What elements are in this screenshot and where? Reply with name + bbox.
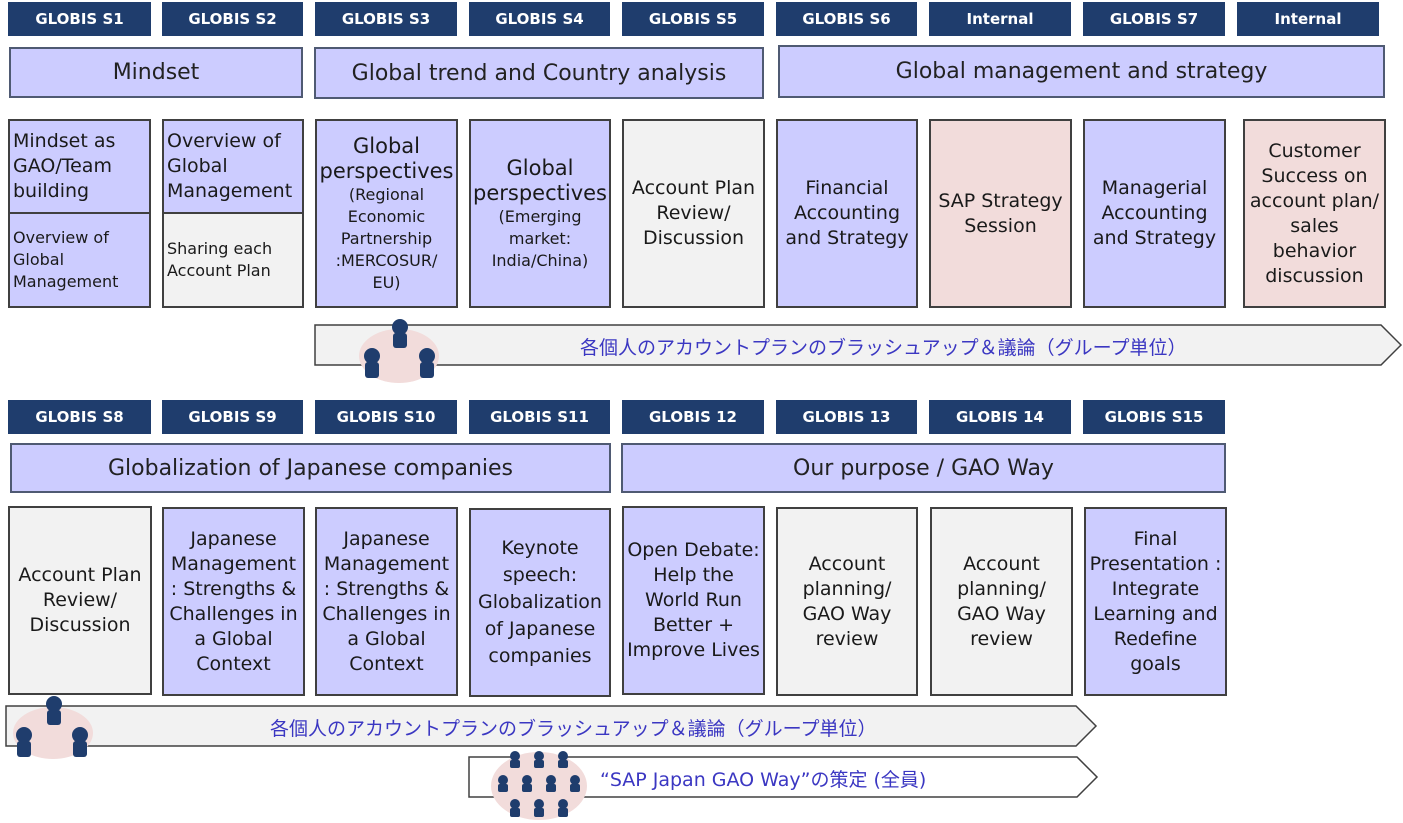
arrow-group-work-1 (314, 324, 1403, 366)
arrow-gao-way-label: “SAP Japan GAO Way”の策定 (全員) (600, 769, 927, 791)
header-internal-2: Internal (1237, 2, 1379, 36)
all-members-icon (491, 751, 587, 820)
header-s5: GLOBIS S5 (622, 2, 764, 36)
session-s11: Keynote speech: Globalization of Japanes… (469, 508, 611, 697)
session-s3-subtitle: (Regional Economic Partnership :MERCOSUR… (335, 184, 438, 292)
session-s15: Final Presentation : Integrate Learning … (1084, 507, 1227, 696)
session-s13-text: Account planning/ GAO Way review (802, 552, 892, 650)
session-s7: Managerial Accounting and Strategy (1083, 119, 1226, 308)
session-s8: Account Plan Review/ Discussion (8, 506, 152, 695)
header-internal-1: Internal (929, 2, 1071, 36)
arrow-group-work-1-label: 各個人のアカウントプランのブラッシュアップ＆議論（グループ単位） (580, 337, 1187, 359)
header-s9: GLOBIS S9 (162, 400, 303, 434)
session-s3-title: Global perspectives (319, 133, 454, 183)
session-s9-text: Japanese Management : Strengths & Challe… (169, 527, 298, 675)
theme-globalization-japanese: Globalization of Japanese companies (10, 443, 611, 493)
session-s10-text: Japanese Management : Strengths & Challe… (322, 527, 451, 675)
session-internal-1: SAP Strategy Session (929, 119, 1072, 308)
header-s15: GLOBIS S15 (1083, 400, 1225, 434)
header-s7: GLOBIS S7 (1083, 2, 1225, 36)
theme-global-management: Global management and strategy (778, 45, 1385, 98)
session-s5: Account Plan Review/ Discussion (622, 119, 765, 308)
session-s1-bottom-text: Overview of Global Management (13, 228, 119, 291)
session-s13: Account planning/ GAO Way review (776, 507, 918, 696)
header-s12: GLOBIS 12 (622, 400, 764, 434)
session-s4-subtitle: (Emerging market: India/China) (491, 206, 589, 270)
session-internal-2-text: Customer Success on account plan/ sales … (1249, 139, 1380, 287)
session-s12-text: Open Debate: Help the World Run Better +… (627, 539, 760, 661)
session-s4: Global perspectives (Emerging market: In… (469, 119, 611, 308)
session-s2-bottom-text: Sharing each Account Plan (167, 239, 273, 280)
session-s1-top-text: Mindset as GAO/Team building (13, 130, 116, 202)
theme-global-trend: Global trend and Country analysis (314, 47, 764, 99)
session-internal-2: Customer Success on account plan/ sales … (1243, 119, 1386, 308)
session-s9: Japanese Management : Strengths & Challe… (162, 507, 305, 696)
session-s10: Japanese Management : Strengths & Challe… (315, 507, 458, 696)
group-people-icon-2 (13, 696, 93, 759)
header-s4: GLOBIS S4 (469, 2, 610, 36)
session-s14: Account planning/ GAO Way review (930, 507, 1073, 696)
session-s11-text: Keynote speech: Globalization of Japanes… (478, 537, 602, 667)
header-s10: GLOBIS S10 (315, 400, 457, 434)
session-s1-bottom: Overview of Global Management (8, 212, 151, 308)
session-s2-top-text: Overview of Global Management (167, 130, 293, 202)
session-s6: Financial Accounting and Strategy (776, 119, 918, 308)
theme-mindset: Mindset (9, 47, 303, 98)
session-internal-1-text: SAP Strategy Session (938, 189, 1063, 237)
session-s3: Global perspectives (Regional Economic P… (315, 119, 458, 308)
header-s1: GLOBIS S1 (8, 2, 151, 36)
session-s1-top: Mindset as GAO/Team building (8, 119, 151, 214)
header-s11: GLOBIS S11 (469, 400, 610, 434)
session-s6-text: Financial Accounting and Strategy (785, 177, 909, 249)
session-s14-text: Account planning/ GAO Way review (957, 552, 1046, 650)
session-s4-title: Global perspectives (473, 155, 607, 205)
header-s6: GLOBIS S6 (776, 2, 917, 36)
header-s2: GLOBIS S2 (162, 2, 303, 36)
arrow-group-work-2-label: 各個人のアカウントプランのブラッシュアップ＆議論（グループ単位） (270, 718, 877, 740)
header-s14: GLOBIS 14 (929, 400, 1071, 434)
session-s2-top: Overview of Global Management (162, 119, 304, 214)
session-s7-text: Managerial Accounting and Strategy (1092, 177, 1217, 249)
group-people-icon-1 (359, 319, 439, 383)
session-s5-text: Account Plan Review/ Discussion (631, 177, 756, 249)
arrow-gao-way (468, 756, 1099, 798)
header-s8: GLOBIS S8 (8, 400, 151, 434)
session-s8-text: Account Plan Review/ Discussion (18, 564, 142, 636)
session-s15-text: Final Presentation : Integrate Learning … (1089, 527, 1222, 675)
arrow-group-work-2 (5, 705, 1098, 747)
header-s3: GLOBIS S3 (315, 2, 457, 36)
theme-our-purpose: Our purpose / GAO Way (621, 443, 1226, 493)
session-s2-bottom: Sharing each Account Plan (162, 212, 304, 308)
session-s12: Open Debate: Help the World Run Better +… (622, 506, 765, 695)
header-s13: GLOBIS 13 (776, 400, 917, 434)
